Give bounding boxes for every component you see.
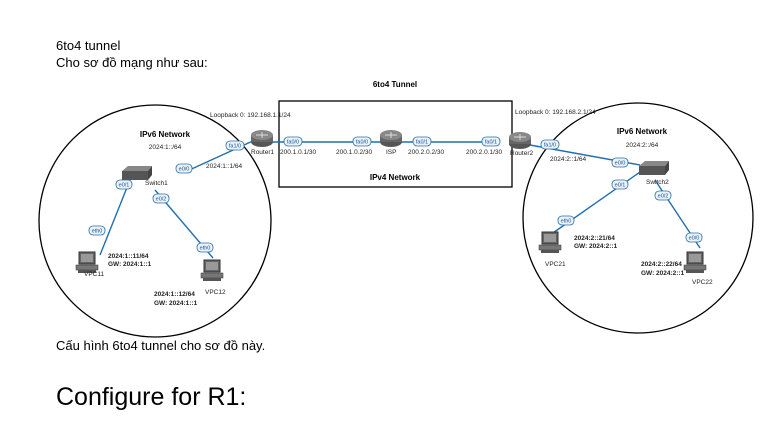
port-vpc11-eth0: eth0 [88, 225, 106, 236]
ipv4-network-label: IPv4 Network [370, 173, 421, 182]
isp-label: ISP [386, 149, 396, 156]
router2-lan-ip: 2024:2::1/64 [550, 156, 587, 163]
tunnel-title: 6to4 Tunnel [373, 80, 417, 89]
port-sw1-e01: e0/1 [115, 179, 133, 190]
router1-label: Router1 [251, 149, 275, 156]
isp-wan-ip-1: 200.1.0.2/30 [336, 149, 373, 156]
port-sw2-e02: e0/2 [654, 190, 672, 201]
router1-icon[interactable] [250, 129, 274, 148]
vpc21-label: VPC21 [545, 261, 566, 268]
section-heading: Configure for R1: [56, 383, 247, 411]
port-sw1-e02: e0/2 [152, 193, 170, 204]
instruction-text: Cấu hình 6to4 tunnel cho sơ đồ này. [56, 338, 266, 353]
port-sw1-e00: e0/0 [175, 163, 193, 174]
svg-text:e0/0: e0/0 [615, 161, 626, 167]
vpc21-gw: GW: 2024:2::1 [574, 243, 618, 250]
intro-line-2: Cho sơ đồ mạng như sau: [56, 55, 208, 70]
vpc21-icon[interactable] [538, 231, 562, 254]
isp-wan-ip-2: 200.2.0.2/30 [408, 149, 445, 156]
r2-wan-ip: 200.2.0.1/30 [466, 149, 503, 156]
port-vpc12-eth0: eth0 [196, 242, 214, 253]
router2-label: Router2 [510, 150, 534, 157]
svg-text:e0/0: e0/0 [689, 236, 700, 242]
port-sw2-e00: e0/0 [611, 157, 629, 168]
port-r2-fa01: fa0/1 [481, 136, 501, 147]
switch2-icon[interactable] [639, 161, 669, 175]
svg-text:e0/1: e0/1 [119, 183, 130, 189]
left-network-title: IPv6 Network [140, 130, 191, 139]
switch1-label: Switch1 [145, 180, 168, 187]
isp-router-icon[interactable] [379, 129, 403, 148]
router2-icon[interactable] [508, 131, 532, 150]
svg-text:fa1/0: fa1/0 [544, 143, 556, 149]
svg-text:e0/1: e0/1 [615, 183, 626, 189]
intro-line-1: 6to4 tunnel [56, 38, 121, 53]
vpc21-ip: 2024:2::21/64 [574, 235, 615, 242]
vpc11-gw: GW: 2024:1::1 [108, 261, 152, 268]
right-network-prefix: 2024:2::/64 [626, 142, 659, 149]
svg-text:fa0/1: fa0/1 [485, 140, 497, 146]
vpc12-icon[interactable] [200, 259, 224, 282]
port-vpc22-e00: e0/0 [685, 232, 703, 243]
port-r1-fa00: fa0/0 [283, 136, 303, 147]
svg-text:eth0: eth0 [92, 229, 103, 235]
right-network-title: IPv6 Network [617, 127, 668, 136]
vpc11-ip: 2024:1::11/64 [108, 253, 149, 260]
r1-wan-ip: 200.1.0.1/30 [280, 149, 317, 156]
svg-text:fa0/1: fa0/1 [416, 140, 428, 146]
svg-text:fa0/0: fa0/0 [287, 140, 299, 146]
router1-lan-ip: 2024:1::1/64 [206, 163, 243, 170]
right-ipv6-network-boundary [522, 102, 754, 334]
svg-text:e0/2: e0/2 [156, 197, 167, 203]
svg-text:e0/2: e0/2 [658, 194, 669, 200]
svg-text:e0/0: e0/0 [179, 167, 190, 173]
router2-loopback: Loopback 0: 192.168.2.1/24 [515, 109, 596, 116]
vpc22-label: VPC22 [692, 279, 713, 286]
port-r1-fa10: fa1/0 [225, 140, 245, 151]
switch2-label: Switch2 [646, 179, 669, 186]
port-r2-fa10: fa1/0 [540, 139, 560, 150]
left-ipv6-network-boundary [38, 104, 272, 338]
vpc22-ip: 2024:2::22/64 [641, 261, 682, 268]
svg-text:fa0/0: fa0/0 [356, 140, 368, 146]
left-network-prefix: 2024:1::/64 [149, 144, 182, 151]
vpc11-icon[interactable] [75, 251, 99, 274]
port-isp-fa01: fa0/1 [412, 136, 432, 147]
link-sw1-vpc11 [99, 179, 131, 256]
svg-text:eth0: eth0 [200, 246, 211, 252]
svg-text:eth0: eth0 [561, 219, 572, 225]
port-isp-fa00: fa0/0 [352, 136, 372, 147]
switch1-icon[interactable] [122, 166, 152, 180]
svg-text:fa1/0: fa1/0 [229, 144, 241, 150]
port-sw2-e01: e0/1 [611, 179, 629, 190]
vpc12-label: VPC12 [205, 289, 226, 296]
port-vpc21-eth0: eth0 [557, 215, 575, 226]
vpc12-gw: GW: 2024:1::1 [154, 300, 198, 307]
vpc22-icon[interactable] [683, 251, 707, 274]
vpc22-gw: GW: 2024:2::1 [641, 270, 685, 277]
vpc12-ip: 2024:1::12/64 [154, 291, 195, 298]
router1-loopback: Loopback 0: 192.168.1.1/24 [210, 112, 291, 119]
vpc11-label: VPC11 [84, 271, 104, 278]
